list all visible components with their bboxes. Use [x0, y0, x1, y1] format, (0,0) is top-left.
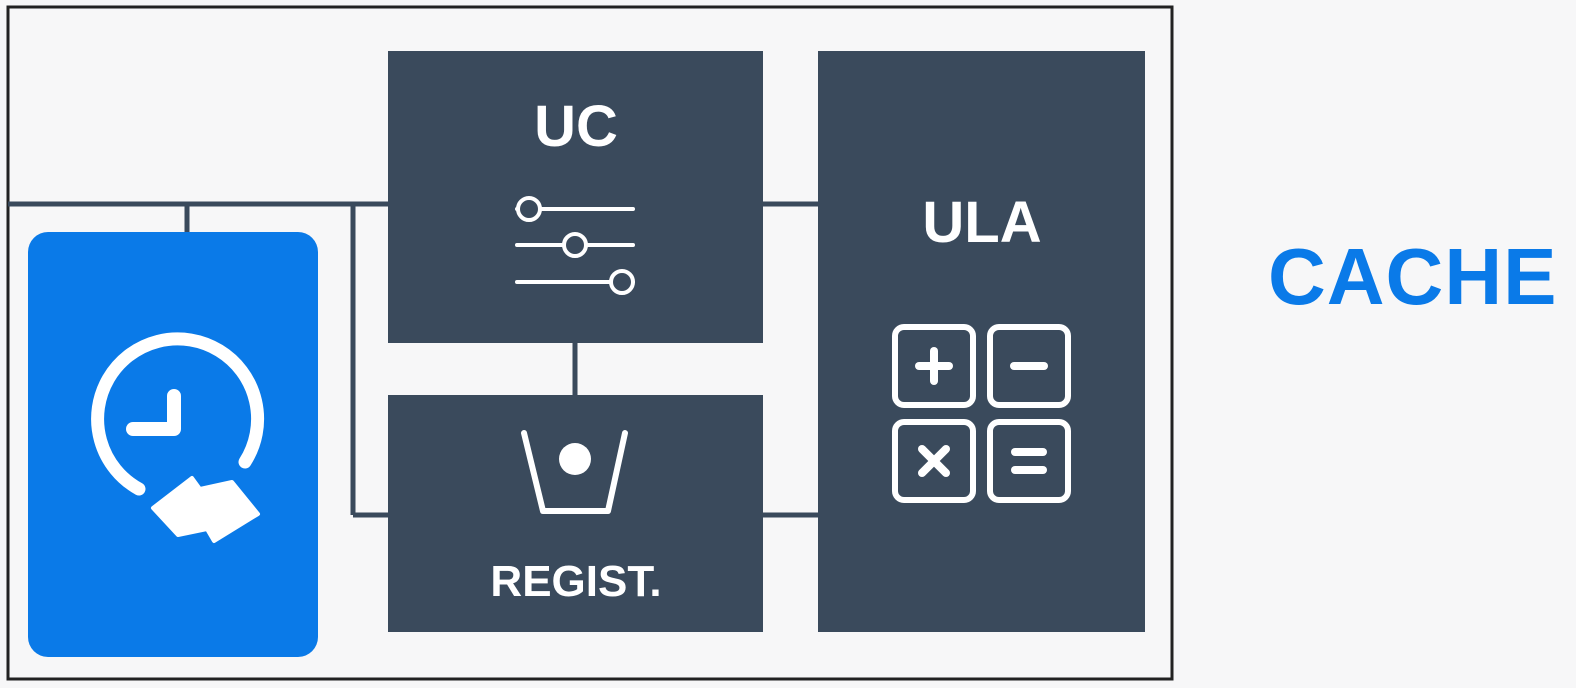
- calculator-icon: [892, 324, 1071, 503]
- ula-block: ULA: [818, 51, 1145, 632]
- sliders-icon: [515, 196, 635, 295]
- clock-block: [28, 232, 318, 657]
- cup-icon: [521, 430, 628, 514]
- uc-label: UC: [534, 94, 618, 159]
- clock-lightning-icon: [91, 332, 265, 543]
- registers-block: REGIST.: [388, 395, 763, 632]
- registers-label: REGIST.: [490, 557, 661, 606]
- bus-lines: [8, 201, 818, 518]
- uc-block: UC: [388, 51, 763, 343]
- cache-label: CACHE: [1268, 232, 1558, 321]
- ula-label: ULA: [922, 190, 1041, 255]
